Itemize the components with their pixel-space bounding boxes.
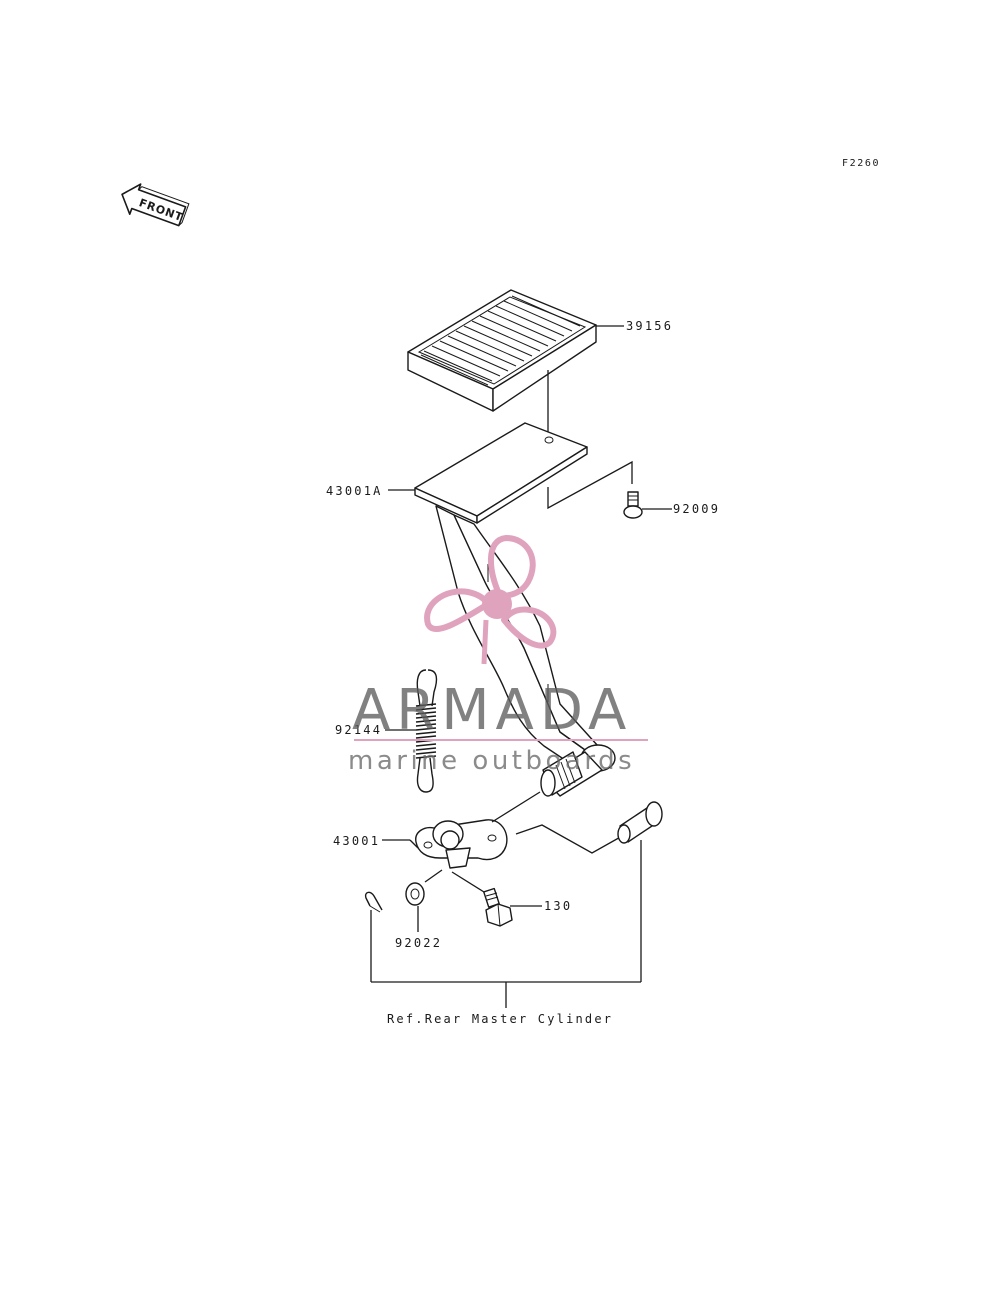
armada-watermark: ARMADA marine outboards <box>348 535 648 776</box>
lever-part <box>382 791 625 869</box>
watermark-tagline: marine outboards <box>348 746 635 776</box>
part-label-43001: 43001 <box>333 834 380 848</box>
cotter-pin-part <box>364 891 383 982</box>
part-label-92144: 92144 <box>335 723 382 737</box>
reference-bracket <box>371 981 641 1008</box>
part-label-92009: 92009 <box>673 502 720 516</box>
small-bolt-part <box>547 460 672 519</box>
bolt-part <box>451 871 542 927</box>
pad-ribs <box>417 295 587 386</box>
part-label-92022: 92022 <box>395 936 442 950</box>
pivot-shaft <box>540 751 583 797</box>
reference-label: Ref.Rear Master Cylinder <box>387 1012 613 1026</box>
watermark-brand: ARMADA <box>352 678 632 743</box>
part-label-39156: 39156 <box>626 319 673 333</box>
clevis-pin-part <box>617 801 663 982</box>
pedal-pad-part <box>407 289 624 436</box>
part-label-130: 130 <box>544 899 572 913</box>
figure-code: F2260 <box>842 158 880 169</box>
washer-part <box>405 869 443 932</box>
part-label-43001A: 43001A <box>326 484 383 498</box>
propeller-logo-icon <box>424 535 557 665</box>
front-direction-arrow-icon: FRONT <box>121 183 190 227</box>
